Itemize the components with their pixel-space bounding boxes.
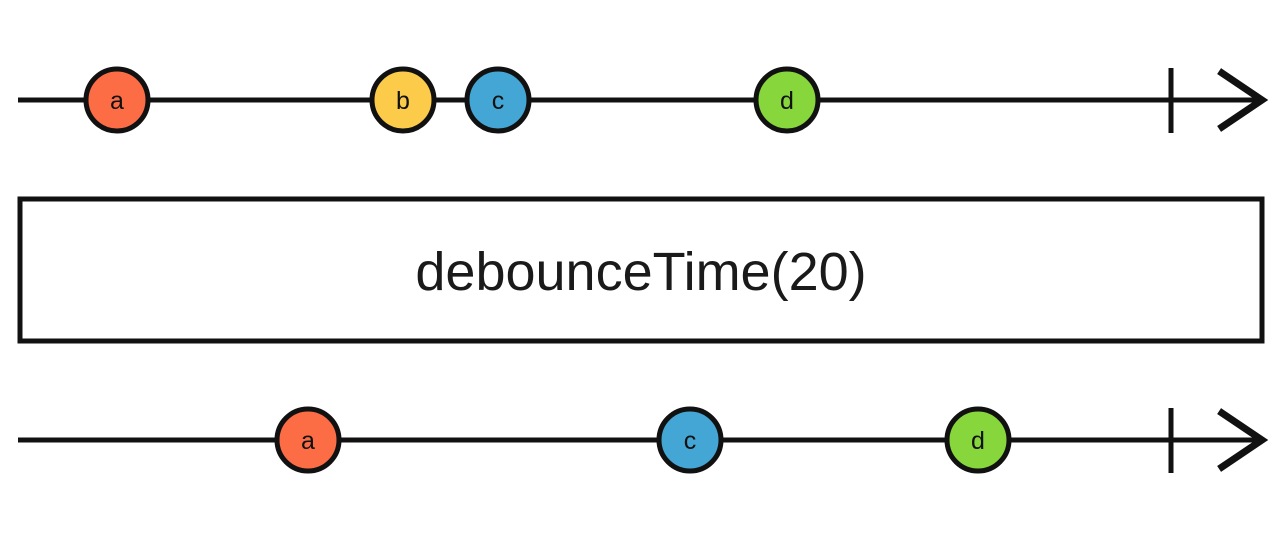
- marble-d[interactable]: [944, 406, 1012, 474]
- output-timeline-arrow-icon: [1217, 408, 1269, 472]
- operator-box-outline: [17, 196, 1265, 344]
- marble-d[interactable]: [753, 66, 821, 134]
- source-timeline-arrow-icon: [1217, 68, 1269, 132]
- operator-label: debounceTime(20): [415, 242, 866, 302]
- marble-a[interactable]: [83, 66, 151, 134]
- marble-b[interactable]: [369, 66, 437, 134]
- marble-a[interactable]: [274, 406, 342, 474]
- marble-c[interactable]: [464, 66, 532, 134]
- operator-box[interactable]: debounceTime(20): [17, 196, 1265, 344]
- marble-c[interactable]: [656, 406, 724, 474]
